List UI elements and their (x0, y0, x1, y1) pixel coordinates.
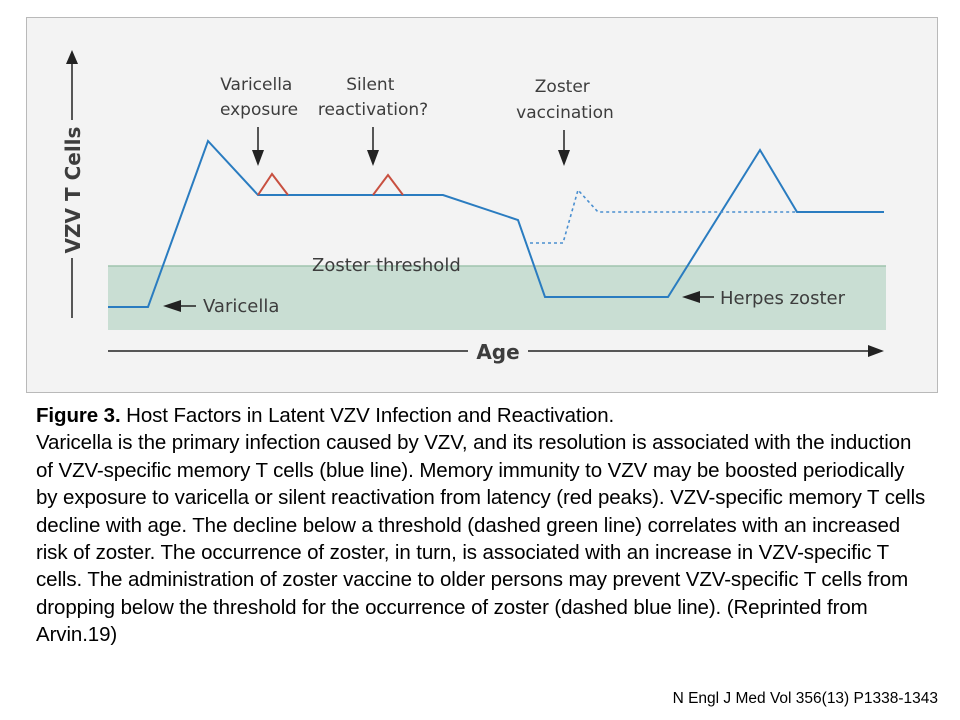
caption-body: Varicella is the primary infection cause… (36, 431, 926, 647)
vzv-diagram: VZV T Cells Age Zoster threshold Varicel… (61, 50, 886, 364)
figure-caption: Figure 3. Host Factors in Latent VZV Inf… (36, 402, 926, 649)
x-axis-arrowhead (868, 345, 884, 357)
figure-title: Host Factors in Latent VZV Infection and… (120, 404, 615, 427)
y-axis-label: VZV T Cells (61, 127, 85, 254)
silent-reactivation-arrowhead (367, 150, 379, 166)
varicella-exposure-label: Varicella exposure (220, 75, 298, 120)
varicella-pointer-arrowhead (163, 300, 181, 312)
zoster-vaccination-arrowhead (558, 150, 570, 166)
y-axis-arrowhead (66, 50, 78, 64)
figure-panel (26, 17, 938, 393)
silent-reactivation-label: Silent reactivation? (318, 75, 428, 120)
x-axis-label: Age (476, 340, 519, 364)
silent-reactivation-peak (372, 173, 404, 196)
figure-label: Figure 3. (36, 404, 121, 427)
herpes-zoster-label: Herpes zoster (720, 288, 846, 309)
varicella-label: Varicella (203, 296, 279, 317)
journal-citation: N Engl J Med Vol 356(13) P1338-1343 (672, 690, 938, 707)
zoster-vaccination-label: Zoster vaccination (516, 77, 614, 123)
vzv-t-cell-line (108, 139, 884, 308)
zoster-threshold-label: Zoster threshold (312, 255, 461, 276)
varicella-exposure-arrowhead (252, 150, 264, 166)
herpes-zoster-arrowhead (682, 291, 700, 303)
varicella-exposure-peak (257, 172, 289, 196)
zoster-threshold-band (108, 266, 886, 330)
zoster-vaccine-line (530, 188, 797, 244)
